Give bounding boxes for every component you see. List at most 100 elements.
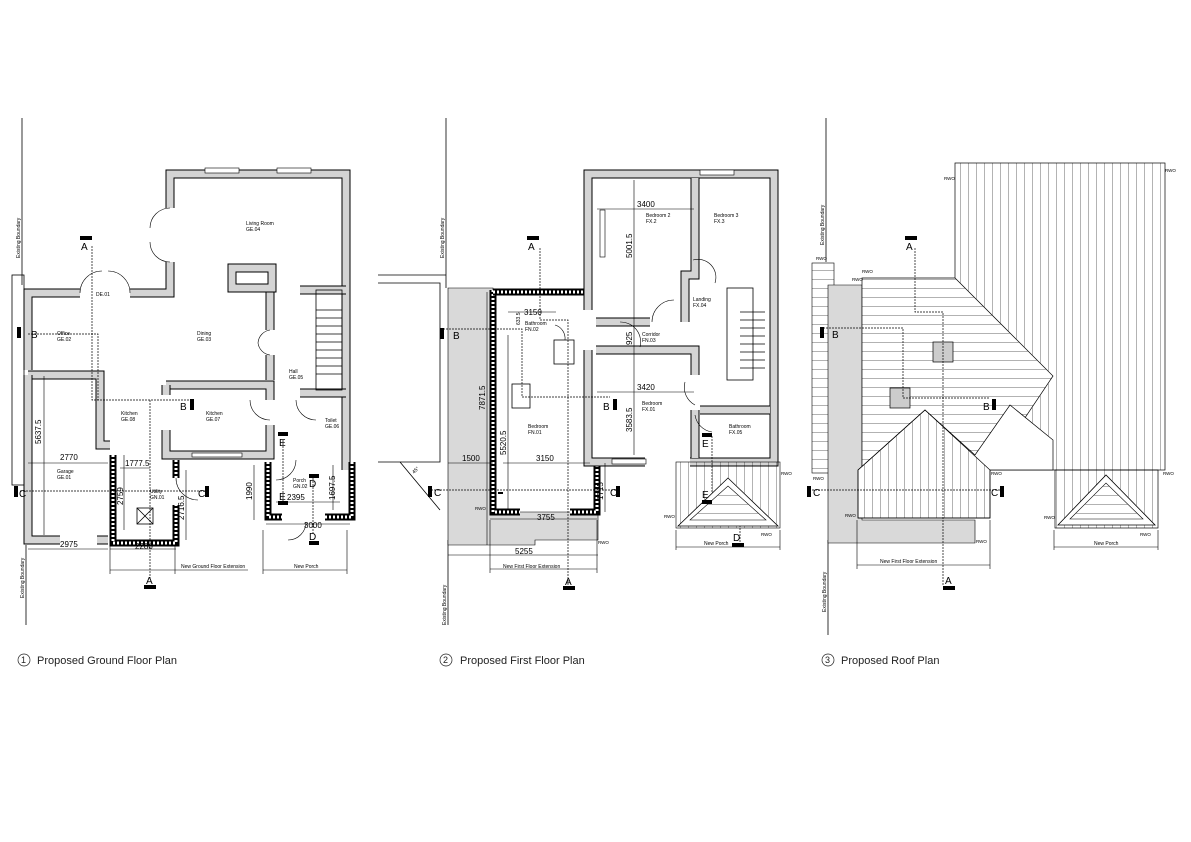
drawing-label: Toilet <box>325 418 337 424</box>
drawing-label: RWO <box>1165 168 1176 173</box>
boundary-label: Existing Boundary <box>20 557 26 598</box>
drawing-label: FN.03 <box>642 338 656 344</box>
drawing-line <box>726 287 754 381</box>
rooflight <box>553 339 575 365</box>
drawing-line <box>136 507 154 525</box>
drawing-label: Living Room <box>246 221 274 227</box>
drawing-label: RWO <box>1163 471 1174 476</box>
drawing-line <box>684 381 696 406</box>
drawing-label: D <box>733 533 740 544</box>
drawing-label: Hall <box>289 369 298 375</box>
new-wall <box>325 462 354 519</box>
plan-caption: 2 Proposed First Floor Plan <box>439 653 585 667</box>
drawing-line <box>287 521 307 541</box>
wall <box>161 425 275 460</box>
window <box>599 209 606 258</box>
drawing-label: Proposed First Floor Plan <box>460 655 585 667</box>
section-marker-e: E <box>702 490 709 501</box>
new-extension-walls <box>489 288 601 516</box>
drawing-label: GE.07 <box>206 417 220 423</box>
drawing-label: RWO <box>816 256 827 261</box>
wall <box>681 178 699 322</box>
plan-caption: 3 Proposed Roof Plan <box>821 653 939 667</box>
wall <box>130 262 174 297</box>
drawing-label: DE.01 <box>96 292 110 298</box>
section-marker-bar <box>309 474 319 478</box>
section-marker-bar <box>807 486 811 497</box>
drawing-label: GE.01 <box>57 475 71 481</box>
drawing-label: 5520.5 <box>499 430 508 455</box>
drawing-label: New Ground Floor Extension <box>181 564 245 570</box>
drawing-label: 3150 <box>524 308 542 317</box>
neighbour-outline <box>378 274 446 463</box>
new-wall <box>264 462 282 521</box>
window <box>204 167 240 174</box>
drawing-line <box>439 653 453 667</box>
section-marker-bar <box>820 327 824 338</box>
new-wall <box>491 290 520 514</box>
drawing-label: A <box>945 576 952 587</box>
drawing-label: RWO <box>598 540 609 545</box>
drawing-label: 2975 <box>60 540 78 549</box>
wall <box>24 375 60 544</box>
drawing-label: RWO <box>991 471 1002 476</box>
section-marker-bar <box>278 432 288 436</box>
plan-caption: 1 Proposed Ground Floor Plan <box>17 653 177 667</box>
drawing-line <box>823 327 990 399</box>
drawing-label: 3755 <box>537 513 555 522</box>
drawing-label: FX.05 <box>729 430 743 436</box>
drawing-label: B <box>983 402 990 413</box>
section-marker-bar <box>14 486 18 497</box>
boundary-label: Existing Boundary <box>16 217 22 258</box>
drawing-label: RWO <box>813 476 824 481</box>
drawing-label: 2280 <box>135 542 153 551</box>
drawing-label: FX.01 <box>642 407 656 413</box>
drawing-label: B <box>603 402 610 413</box>
wall <box>166 170 350 470</box>
drawing-line <box>498 492 503 494</box>
drawing-label: New First Floor Extension <box>880 559 937 565</box>
drawing-label: New First Floor Extension <box>503 564 560 570</box>
drawing-line <box>914 248 944 585</box>
drawing-label: C <box>991 488 998 499</box>
section-lines <box>20 246 314 580</box>
drawing-line <box>91 246 190 401</box>
drawing-label: B <box>453 331 460 342</box>
drawing-label: Corridor <box>642 332 660 338</box>
drawing-line <box>149 207 171 263</box>
drawing-label: 2395 <box>287 493 305 502</box>
drawing-line <box>651 299 675 323</box>
drawing-label: 2770 <box>60 453 78 462</box>
drawing-label: 2716.5 <box>177 495 186 520</box>
section-marker-bar <box>17 327 21 338</box>
drawing-label: 5255 <box>515 547 533 556</box>
new-wall <box>266 462 282 519</box>
new-wall <box>570 462 599 514</box>
stairs <box>315 289 343 391</box>
extension-roof <box>857 409 991 519</box>
drawing-label: A <box>906 242 913 253</box>
section-marker-bar <box>992 399 996 410</box>
drawing-line <box>175 477 199 501</box>
boundary-label: Existing Boundary <box>442 584 448 625</box>
drawing-label: 2759 <box>116 487 125 505</box>
drawing-label: RWO <box>664 514 675 519</box>
drawing-label: 5637.5 <box>34 419 43 444</box>
section-marker-bar <box>563 586 575 590</box>
drawing-label: New Porch <box>294 564 319 570</box>
drawing-line <box>28 333 99 400</box>
drawing-label: B <box>31 330 38 341</box>
dimensions: 3400 5001.5 925 3420 3583.5 3150 633.5 7… <box>411 180 694 573</box>
drawing-label: Garage <box>57 469 74 475</box>
drawing-label: C <box>19 489 26 500</box>
wall <box>130 262 175 298</box>
wall <box>28 371 110 449</box>
drawing-label: 3150 <box>536 454 554 463</box>
drawing-line <box>692 259 717 284</box>
drawing-label: A <box>81 242 88 253</box>
stairs <box>726 287 765 381</box>
dimensions: New First Floor Extension New Porch <box>856 520 1159 569</box>
rooflight <box>136 507 154 525</box>
drawing-label: 7871.5 <box>478 385 487 410</box>
